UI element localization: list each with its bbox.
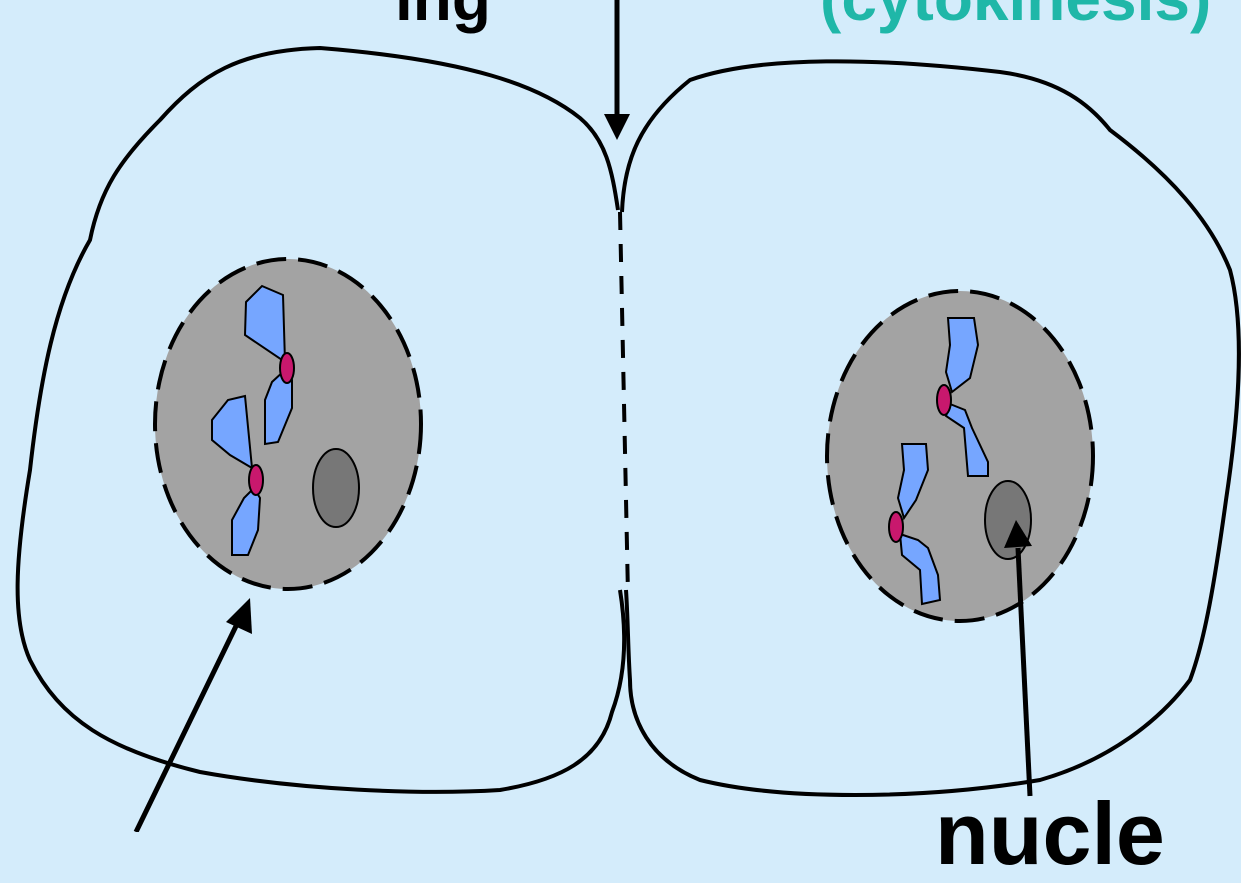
cytokinesis-diagram — [0, 0, 1241, 832]
arrow-down-icon — [604, 0, 630, 140]
centromere-icon — [889, 512, 903, 542]
centromere-icon — [280, 353, 294, 383]
centromere-icon — [937, 385, 951, 415]
diagram-stage: ing (cytokinesis) nucle — [0, 0, 1241, 832]
arrow-up-right-icon — [136, 598, 252, 832]
centromere-icon — [249, 465, 263, 495]
left-nucleolus — [313, 449, 359, 527]
left-nucleus — [155, 259, 421, 589]
cleavage-furrow-line — [620, 212, 628, 595]
